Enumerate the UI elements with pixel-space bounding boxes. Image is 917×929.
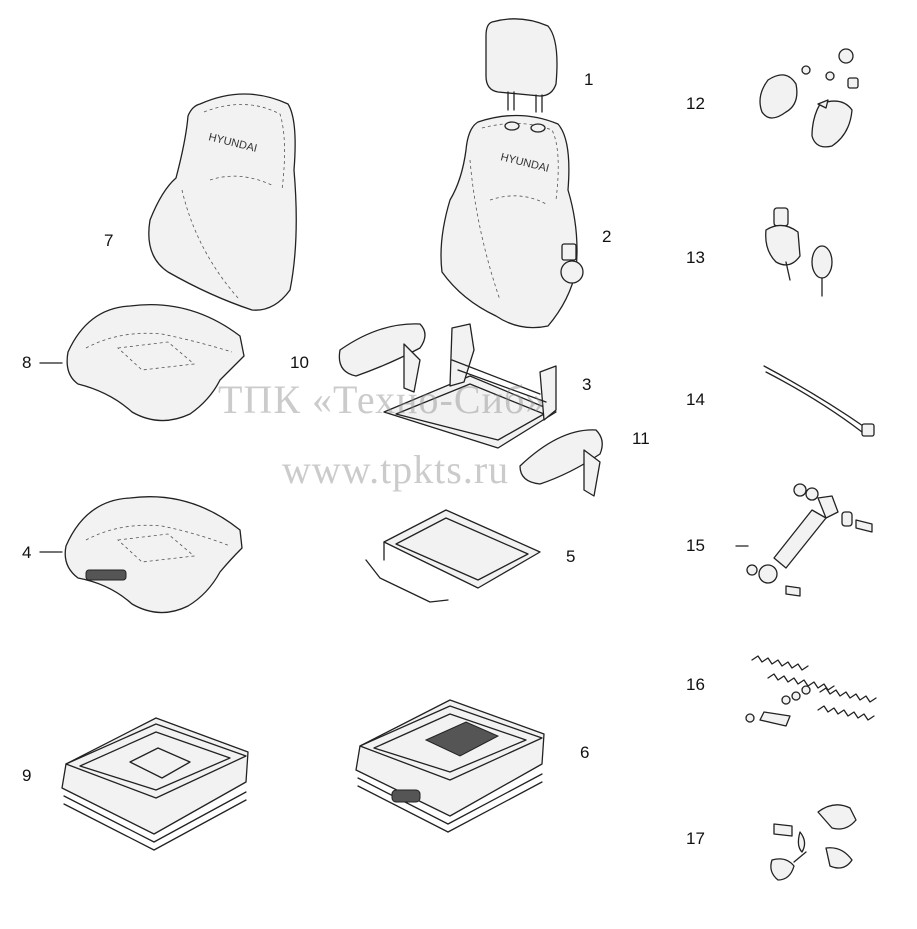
part-11-right-armrest — [519, 429, 603, 497]
callout-1: 1 — [584, 70, 594, 89]
leader-lines — [39, 362, 749, 553]
callout-15: 15 — [686, 536, 705, 555]
callout-8: 8 — [22, 353, 32, 372]
callout-5: 5 — [566, 547, 576, 566]
part-9-suspension-base — [61, 717, 249, 851]
callout-13: 13 — [686, 248, 705, 267]
part-4-seat-cushion — [64, 496, 243, 614]
watermark-line-1: ТПК «Техно-Сиб» — [218, 377, 547, 422]
callout-4: 4 — [22, 543, 32, 562]
callout-3: 3 — [582, 375, 592, 394]
callout-10: 10 — [290, 353, 309, 372]
callout-7: 7 — [104, 231, 114, 250]
watermark-line-2: www.tpkts.ru — [282, 447, 510, 492]
part-3-seat-frame — [383, 323, 557, 449]
part-17-small-parts — [770, 804, 857, 881]
part-1-headrest — [485, 18, 558, 113]
callout-11: 11 — [632, 429, 650, 448]
part-10-left-armrest — [338, 323, 426, 393]
part-14-cable — [763, 365, 875, 437]
part-6-suspension-assembly — [355, 699, 545, 833]
part-2-backrest — [440, 114, 584, 329]
callout-12: 12 — [686, 94, 705, 113]
part-15-damper — [746, 483, 873, 597]
part-12-trim-parts — [759, 48, 859, 148]
callout-2: 2 — [602, 227, 612, 246]
part-16-springs — [745, 655, 877, 727]
part-5-seat-pan — [365, 509, 541, 603]
part-7-backrest-cover — [148, 93, 297, 311]
callout-6: 6 — [580, 743, 590, 762]
callout-16: 16 — [686, 675, 705, 694]
callout-17: 17 — [686, 829, 705, 848]
callout-14: 14 — [686, 390, 705, 409]
part-13-seat-belt — [765, 207, 833, 297]
callout-9: 9 — [22, 766, 32, 785]
part-8-cushion-cover — [66, 303, 245, 422]
